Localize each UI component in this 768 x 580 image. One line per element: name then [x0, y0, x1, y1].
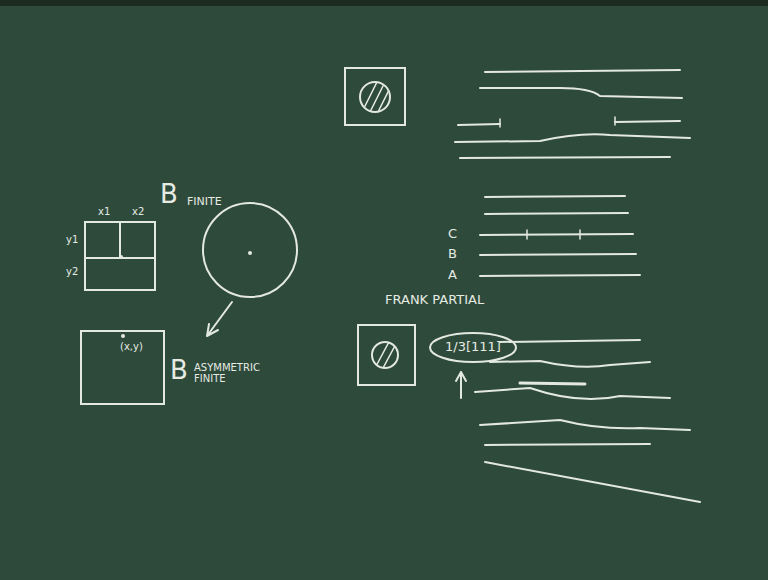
node-text: (x,y)	[120, 341, 143, 352]
axis-label: x1	[98, 206, 110, 217]
axis-label: x2	[132, 206, 144, 217]
axis-label: y1	[66, 234, 78, 245]
specimen-square	[358, 325, 415, 385]
specimen-square: (x,y)	[80, 330, 165, 405]
dislocation-loop	[203, 203, 297, 297]
arrow	[456, 372, 466, 398]
layer-label: B	[448, 247, 457, 261]
layer-label: C	[448, 227, 457, 241]
board-edge	[0, 0, 768, 6]
subscript-label: ASYMMETRIC FINITE	[194, 362, 260, 384]
symbol-letter: B	[170, 356, 188, 385]
lattice-planes	[455, 70, 690, 158]
stacking-planes	[480, 196, 640, 276]
heading-label: FRANK PARTIAL	[385, 293, 484, 307]
hatching	[362, 80, 392, 116]
grid-square	[85, 222, 155, 290]
symbol-letter: B	[160, 180, 178, 209]
node-text: 1/3[111]	[445, 340, 501, 354]
arrow	[207, 302, 232, 336]
specimen-square	[345, 68, 405, 125]
axis-label: y2	[66, 266, 78, 277]
burgers-vector-oval: 1/3[111]	[428, 331, 518, 364]
layer-label: A	[448, 268, 457, 282]
subscript-label: FINITE	[187, 196, 222, 208]
lattice-planes	[475, 340, 700, 502]
